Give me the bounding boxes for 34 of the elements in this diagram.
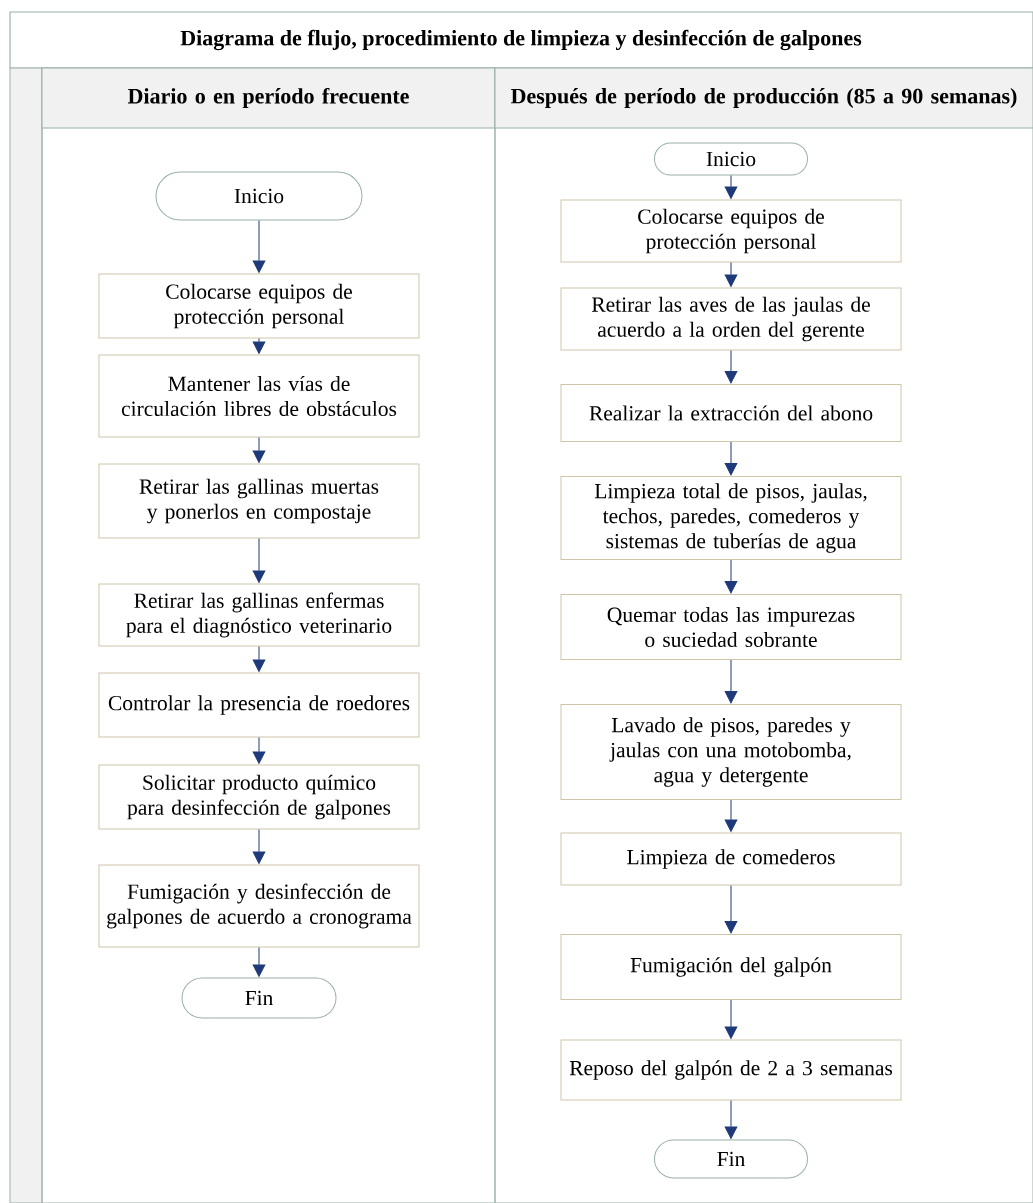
arrow bbox=[724, 441, 738, 476]
arrow bbox=[252, 538, 266, 583]
process-box: Limpieza total de pisos, jaulas, techos, paredes, comederos y sistemas de tuberías de agua bbox=[560, 476, 902, 560]
process-box: Fumigación del galpón bbox=[560, 934, 902, 1000]
arrow bbox=[724, 262, 738, 287]
arrow bbox=[724, 999, 738, 1039]
arrow bbox=[252, 829, 266, 864]
process-box: Retirar las gallinas muertas y ponerlos en compostaje bbox=[98, 463, 420, 539]
process-box: Retirar las gallinas enfermas para el diagnóstico veterinario bbox=[98, 583, 420, 647]
arrow bbox=[252, 437, 266, 463]
arrow bbox=[724, 799, 738, 832]
process-box: Colocarse equipos de protección personal bbox=[560, 199, 902, 263]
process-box: Controlar la presencia de roedores bbox=[98, 672, 420, 738]
arrow bbox=[724, 885, 738, 934]
arrow bbox=[724, 1100, 738, 1139]
process-box: Limpieza de comederos bbox=[560, 832, 902, 886]
arrow bbox=[724, 350, 738, 384]
process-box: Quemar todas las impurezas o suciedad sobrante bbox=[560, 594, 902, 660]
arrow bbox=[252, 947, 266, 977]
process-box: Lavado de pisos, paredes y jaulas con una motobomba, agua y detergente bbox=[560, 704, 902, 800]
process-box: Reposo del galpón de 2 a 3 semanas bbox=[560, 1039, 902, 1101]
process-box: Fumigación y desinfección de galpones de acuerdo a cronograma bbox=[98, 864, 420, 948]
arrow bbox=[724, 659, 738, 704]
arrow bbox=[724, 175, 738, 199]
arrow bbox=[252, 737, 266, 764]
process-box: Realizar la extracción del abono bbox=[560, 384, 902, 442]
arrow bbox=[252, 338, 266, 354]
process-box: Retirar las aves de las jaulas de acuerdo a la orden del gerente bbox=[560, 287, 902, 351]
process-box: Mantener las vías de circulación libres de obstáculos bbox=[98, 354, 420, 438]
arrow bbox=[724, 559, 738, 594]
arrow bbox=[252, 646, 266, 672]
process-box: Colocarse equipos de protección personal bbox=[98, 273, 420, 339]
process-box: Solicitar producto químico para desinfección de galpones bbox=[98, 764, 420, 830]
arrow bbox=[252, 220, 266, 273]
